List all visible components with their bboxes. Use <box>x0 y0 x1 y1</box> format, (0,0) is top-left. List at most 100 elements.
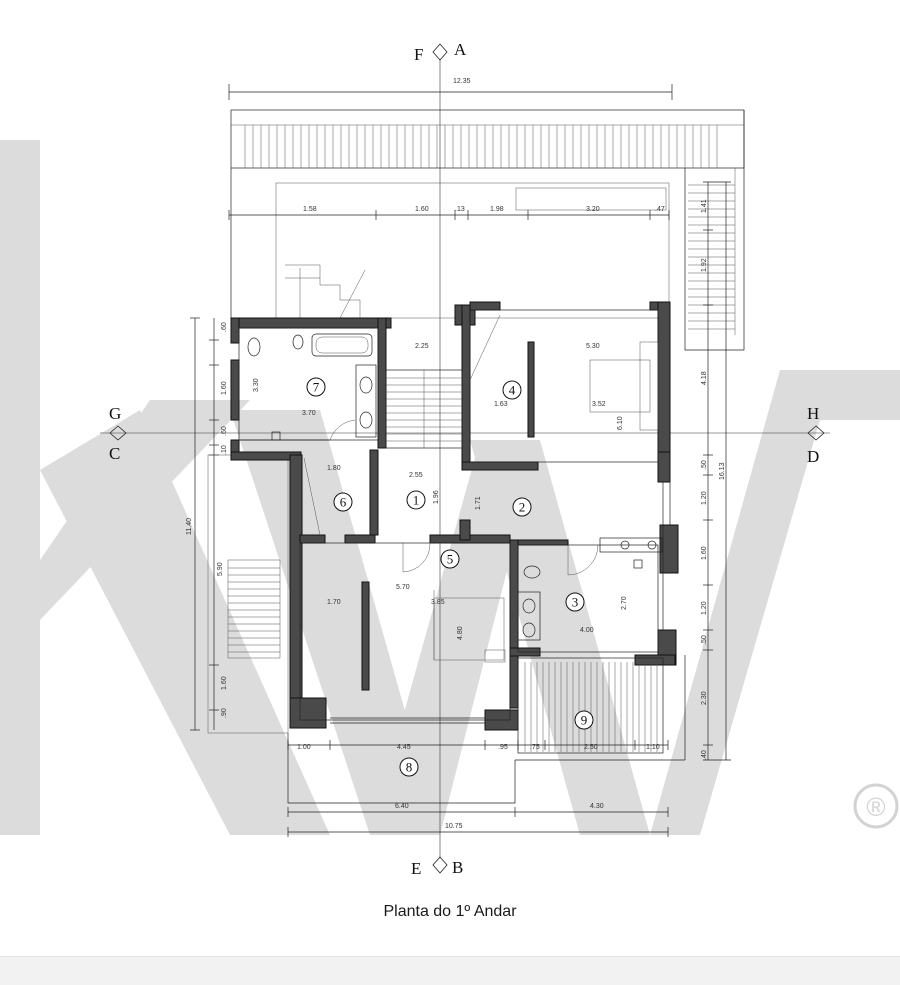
interior-dimensions: 3.70 3.30 5.30 3.52 1.63 6.10 2.25 2.55 … <box>253 343 628 640</box>
svg-text:1.60: 1.60 <box>415 206 429 213</box>
svg-text:5.30: 5.30 <box>586 343 600 350</box>
dimension-right: 1.41 1.92 4.18 .50 1.20 1.60 1.20 .50 2.… <box>701 181 731 761</box>
svg-text:5.90: 5.90 <box>217 562 224 576</box>
svg-text:1.92: 1.92 <box>701 258 708 272</box>
svg-text:B: B <box>452 858 463 877</box>
svg-text:1.98: 1.98 <box>490 206 504 213</box>
svg-text:.50: .50 <box>701 460 708 470</box>
svg-text:E: E <box>411 859 421 878</box>
left-stair-treads <box>228 567 280 653</box>
svg-text:10.75: 10.75 <box>445 823 463 830</box>
svg-text:D: D <box>807 447 819 466</box>
dimension-top-total: 12.35 <box>228 78 673 100</box>
svg-text:1.20: 1.20 <box>701 491 708 505</box>
svg-text:4.45: 4.45 <box>397 744 411 751</box>
svg-text:.13: .13 <box>455 206 465 213</box>
room-number-7: 7 <box>306 377 326 397</box>
dimension-left: 11.40 .60 1.60 .60 .10 5.90 1.60 .90 <box>186 317 228 731</box>
watermark <box>0 140 900 835</box>
svg-text:1.58: 1.58 <box>303 206 317 213</box>
room-number-5: 5 <box>440 549 460 569</box>
svg-text:.60: .60 <box>221 426 228 436</box>
svg-text:G: G <box>109 404 121 423</box>
svg-text:7: 7 <box>313 380 320 395</box>
svg-text:A: A <box>454 40 467 59</box>
interior-stair <box>385 369 463 449</box>
exterior-stair <box>285 264 366 319</box>
room-number-9: 9 <box>574 710 594 730</box>
toilet-room7 <box>247 334 304 357</box>
svg-text:3.85: 3.85 <box>431 599 445 606</box>
svg-text:4: 4 <box>509 383 516 398</box>
room-number-8: 8 <box>399 757 419 777</box>
room-number-2: 2 <box>512 497 532 517</box>
shower-room7 <box>271 431 281 441</box>
svg-text:4.18: 4.18 <box>701 371 708 385</box>
svg-text:5.70: 5.70 <box>396 584 410 591</box>
svg-text:H: H <box>807 404 819 423</box>
svg-text:1.10: 1.10 <box>646 744 660 751</box>
roof-outline <box>230 109 745 351</box>
svg-text:3.70: 3.70 <box>302 410 316 417</box>
svg-text:.60: .60 <box>221 322 228 332</box>
room-number-4: 4 <box>502 380 522 400</box>
svg-text:2.55: 2.55 <box>409 472 423 479</box>
svg-text:.40: .40 <box>701 750 708 760</box>
svg-text:3.20: 3.20 <box>586 206 600 213</box>
svg-text:11.40: 11.40 <box>186 518 193 535</box>
svg-text:1.60: 1.60 <box>221 676 228 690</box>
svg-text:1.96: 1.96 <box>433 490 440 504</box>
section-marker-right: H D <box>807 404 825 466</box>
svg-text:.95: .95 <box>498 744 508 751</box>
sinks-room7 <box>355 364 377 438</box>
svg-text:1.00: 1.00 <box>297 744 311 751</box>
svg-text:8: 8 <box>406 760 413 775</box>
dimension-top-row: 1.58 1.60 .13 1.98 3.20 .47 <box>228 206 670 220</box>
plan-caption: Planta do 1º Andar <box>383 903 517 920</box>
roof-tiles-right <box>688 168 736 335</box>
svg-text:6.10: 6.10 <box>617 416 624 430</box>
svg-text:.10: .10 <box>221 445 228 455</box>
section-marker-bottom: E B <box>411 856 463 878</box>
footer-bar <box>0 956 900 985</box>
balcony-8-outline <box>287 655 686 804</box>
svg-text:2.70: 2.70 <box>621 596 628 610</box>
svg-text:1.60: 1.60 <box>701 546 708 560</box>
doors <box>303 314 599 576</box>
svg-text:16.13: 16.13 <box>719 462 726 480</box>
svg-text:3.30: 3.30 <box>253 378 260 392</box>
kitchenette-unit <box>599 537 663 569</box>
svg-text:12.35: 12.35 <box>453 78 471 85</box>
svg-text:.75: .75 <box>530 744 540 751</box>
section-marker-top: F A <box>414 40 467 64</box>
svg-text:®: ® <box>866 792 885 822</box>
svg-text:1.71: 1.71 <box>475 496 482 510</box>
roof-tiles-top <box>231 124 744 168</box>
svg-text:6: 6 <box>340 495 347 510</box>
svg-text:1.63: 1.63 <box>494 401 508 408</box>
room-number-3: 3 <box>565 592 585 612</box>
svg-text:2.25: 2.25 <box>415 343 429 350</box>
svg-text:1.70: 1.70 <box>327 599 341 606</box>
svg-text:.50: .50 <box>701 635 708 645</box>
svg-text:2: 2 <box>519 500 526 515</box>
svg-text:3.52: 3.52 <box>592 401 606 408</box>
svg-text:9: 9 <box>581 713 588 728</box>
section-marker-left: G C <box>109 404 127 463</box>
svg-text:1.20: 1.20 <box>701 601 708 615</box>
svg-text:5: 5 <box>447 552 454 567</box>
svg-text:1: 1 <box>413 493 420 508</box>
walls <box>230 301 679 731</box>
svg-text:1.41: 1.41 <box>701 199 708 213</box>
svg-text:4.80: 4.80 <box>457 626 464 640</box>
balcony-9-hatch <box>517 657 664 754</box>
svg-text:2.50: 2.50 <box>584 744 598 751</box>
room-number-1: 1 <box>406 490 426 510</box>
svg-text:2.30: 2.30 <box>701 691 708 705</box>
svg-text:4.30: 4.30 <box>590 803 604 810</box>
svg-text:F: F <box>414 45 423 64</box>
svg-text:1.80: 1.80 <box>327 465 341 472</box>
svg-text:3: 3 <box>572 595 579 610</box>
interior-lines <box>238 309 671 724</box>
svg-text:.90: .90 <box>221 708 228 718</box>
